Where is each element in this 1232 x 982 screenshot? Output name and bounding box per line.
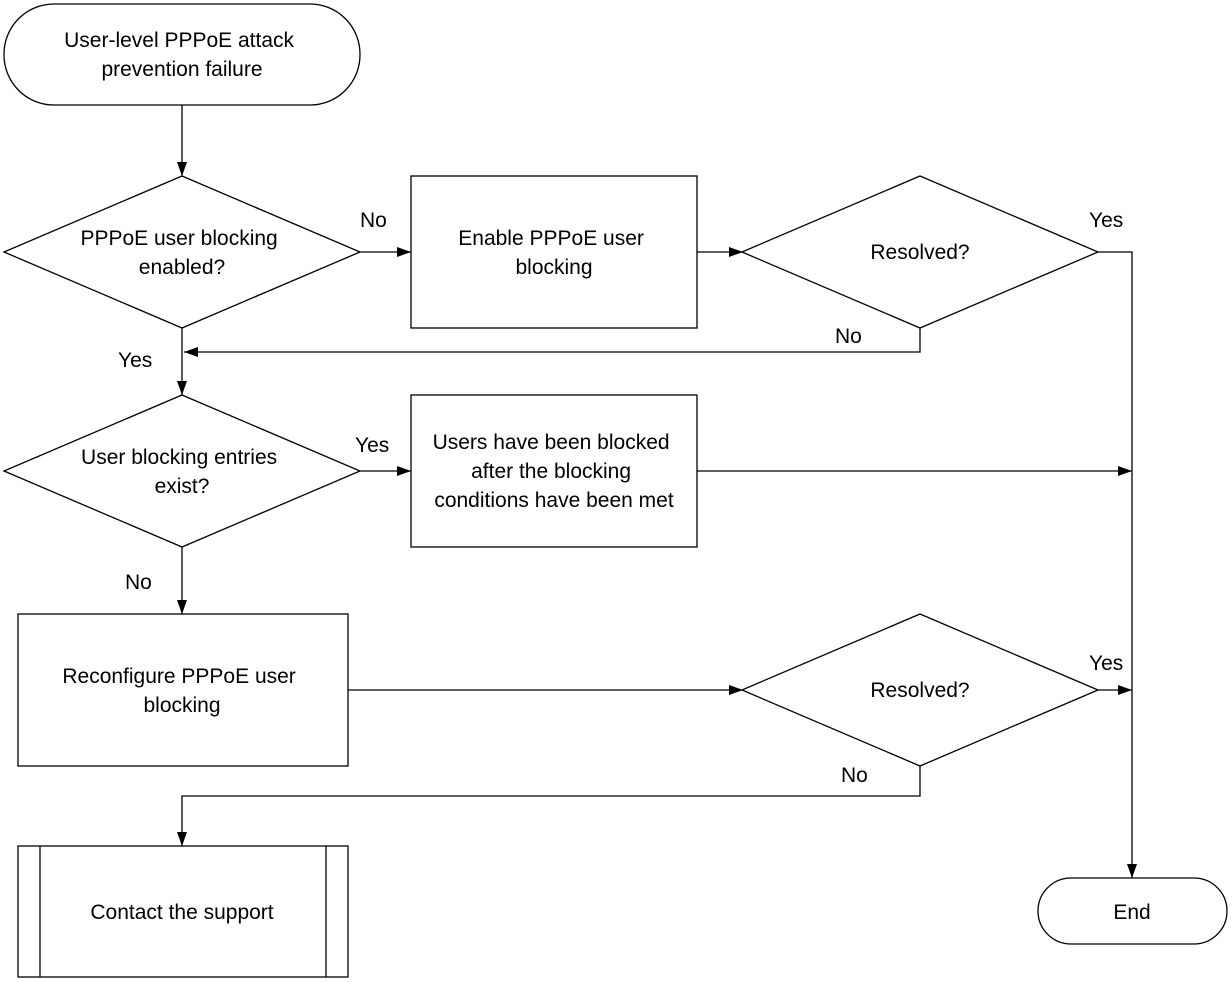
- edge-label-resolved-1-no: No: [835, 325, 862, 348]
- decision-entries-label: User blocking entries exist?: [81, 446, 283, 498]
- decision-blocking-entries-exist: [2, 394, 362, 548]
- process-enable-pppoe-blocking: [410, 175, 698, 329]
- decision-resolved-2-label: Resolved?: [870, 679, 969, 702]
- edge-label-entries-no: No: [125, 571, 152, 594]
- edge-label-enabled-yes: Yes: [118, 349, 152, 372]
- process-users-blocked: [410, 394, 698, 548]
- process-blocked-label: Users have been blocked after the blocki…: [433, 431, 676, 512]
- edge-resolved-2-no-to-support: [177, 766, 921, 846]
- decision-resolved-1-label: Resolved?: [870, 241, 969, 264]
- decision-resolved-2: [740, 613, 1100, 767]
- predefined-support-label: Contact the support: [90, 901, 273, 924]
- edge-label-enabled-no: No: [360, 209, 387, 232]
- edge-resolved-1-yes-to-end: [1098, 251, 1137, 878]
- predefined-contact-support: [17, 845, 349, 978]
- process-reconfigure-blocking: [17, 613, 349, 767]
- edge-resolved-1-no-back: [184, 328, 921, 357]
- end-label: End: [1113, 901, 1150, 924]
- end-terminator: [1037, 877, 1228, 945]
- process-reconfigure-label: Reconfigure PPPoE user blocking: [62, 665, 301, 717]
- edge-label-resolved-2-yes: Yes: [1089, 652, 1123, 675]
- start-terminator: [3, 3, 361, 106]
- edge-label-entries-yes: Yes: [355, 434, 389, 457]
- decision-enabled-label: PPPoE user blocking enabled?: [80, 227, 283, 279]
- edge-label-resolved-2-no: No: [841, 764, 868, 787]
- decision-resolved-1: [740, 175, 1100, 329]
- decision-pppoe-blocking-enabled: [2, 175, 362, 329]
- start-label: User-level PPPoE attack prevention failu…: [64, 29, 300, 81]
- edge-label-resolved-1-yes: Yes: [1089, 209, 1123, 232]
- process-enable-label: Enable PPPoE user blocking: [458, 227, 649, 279]
